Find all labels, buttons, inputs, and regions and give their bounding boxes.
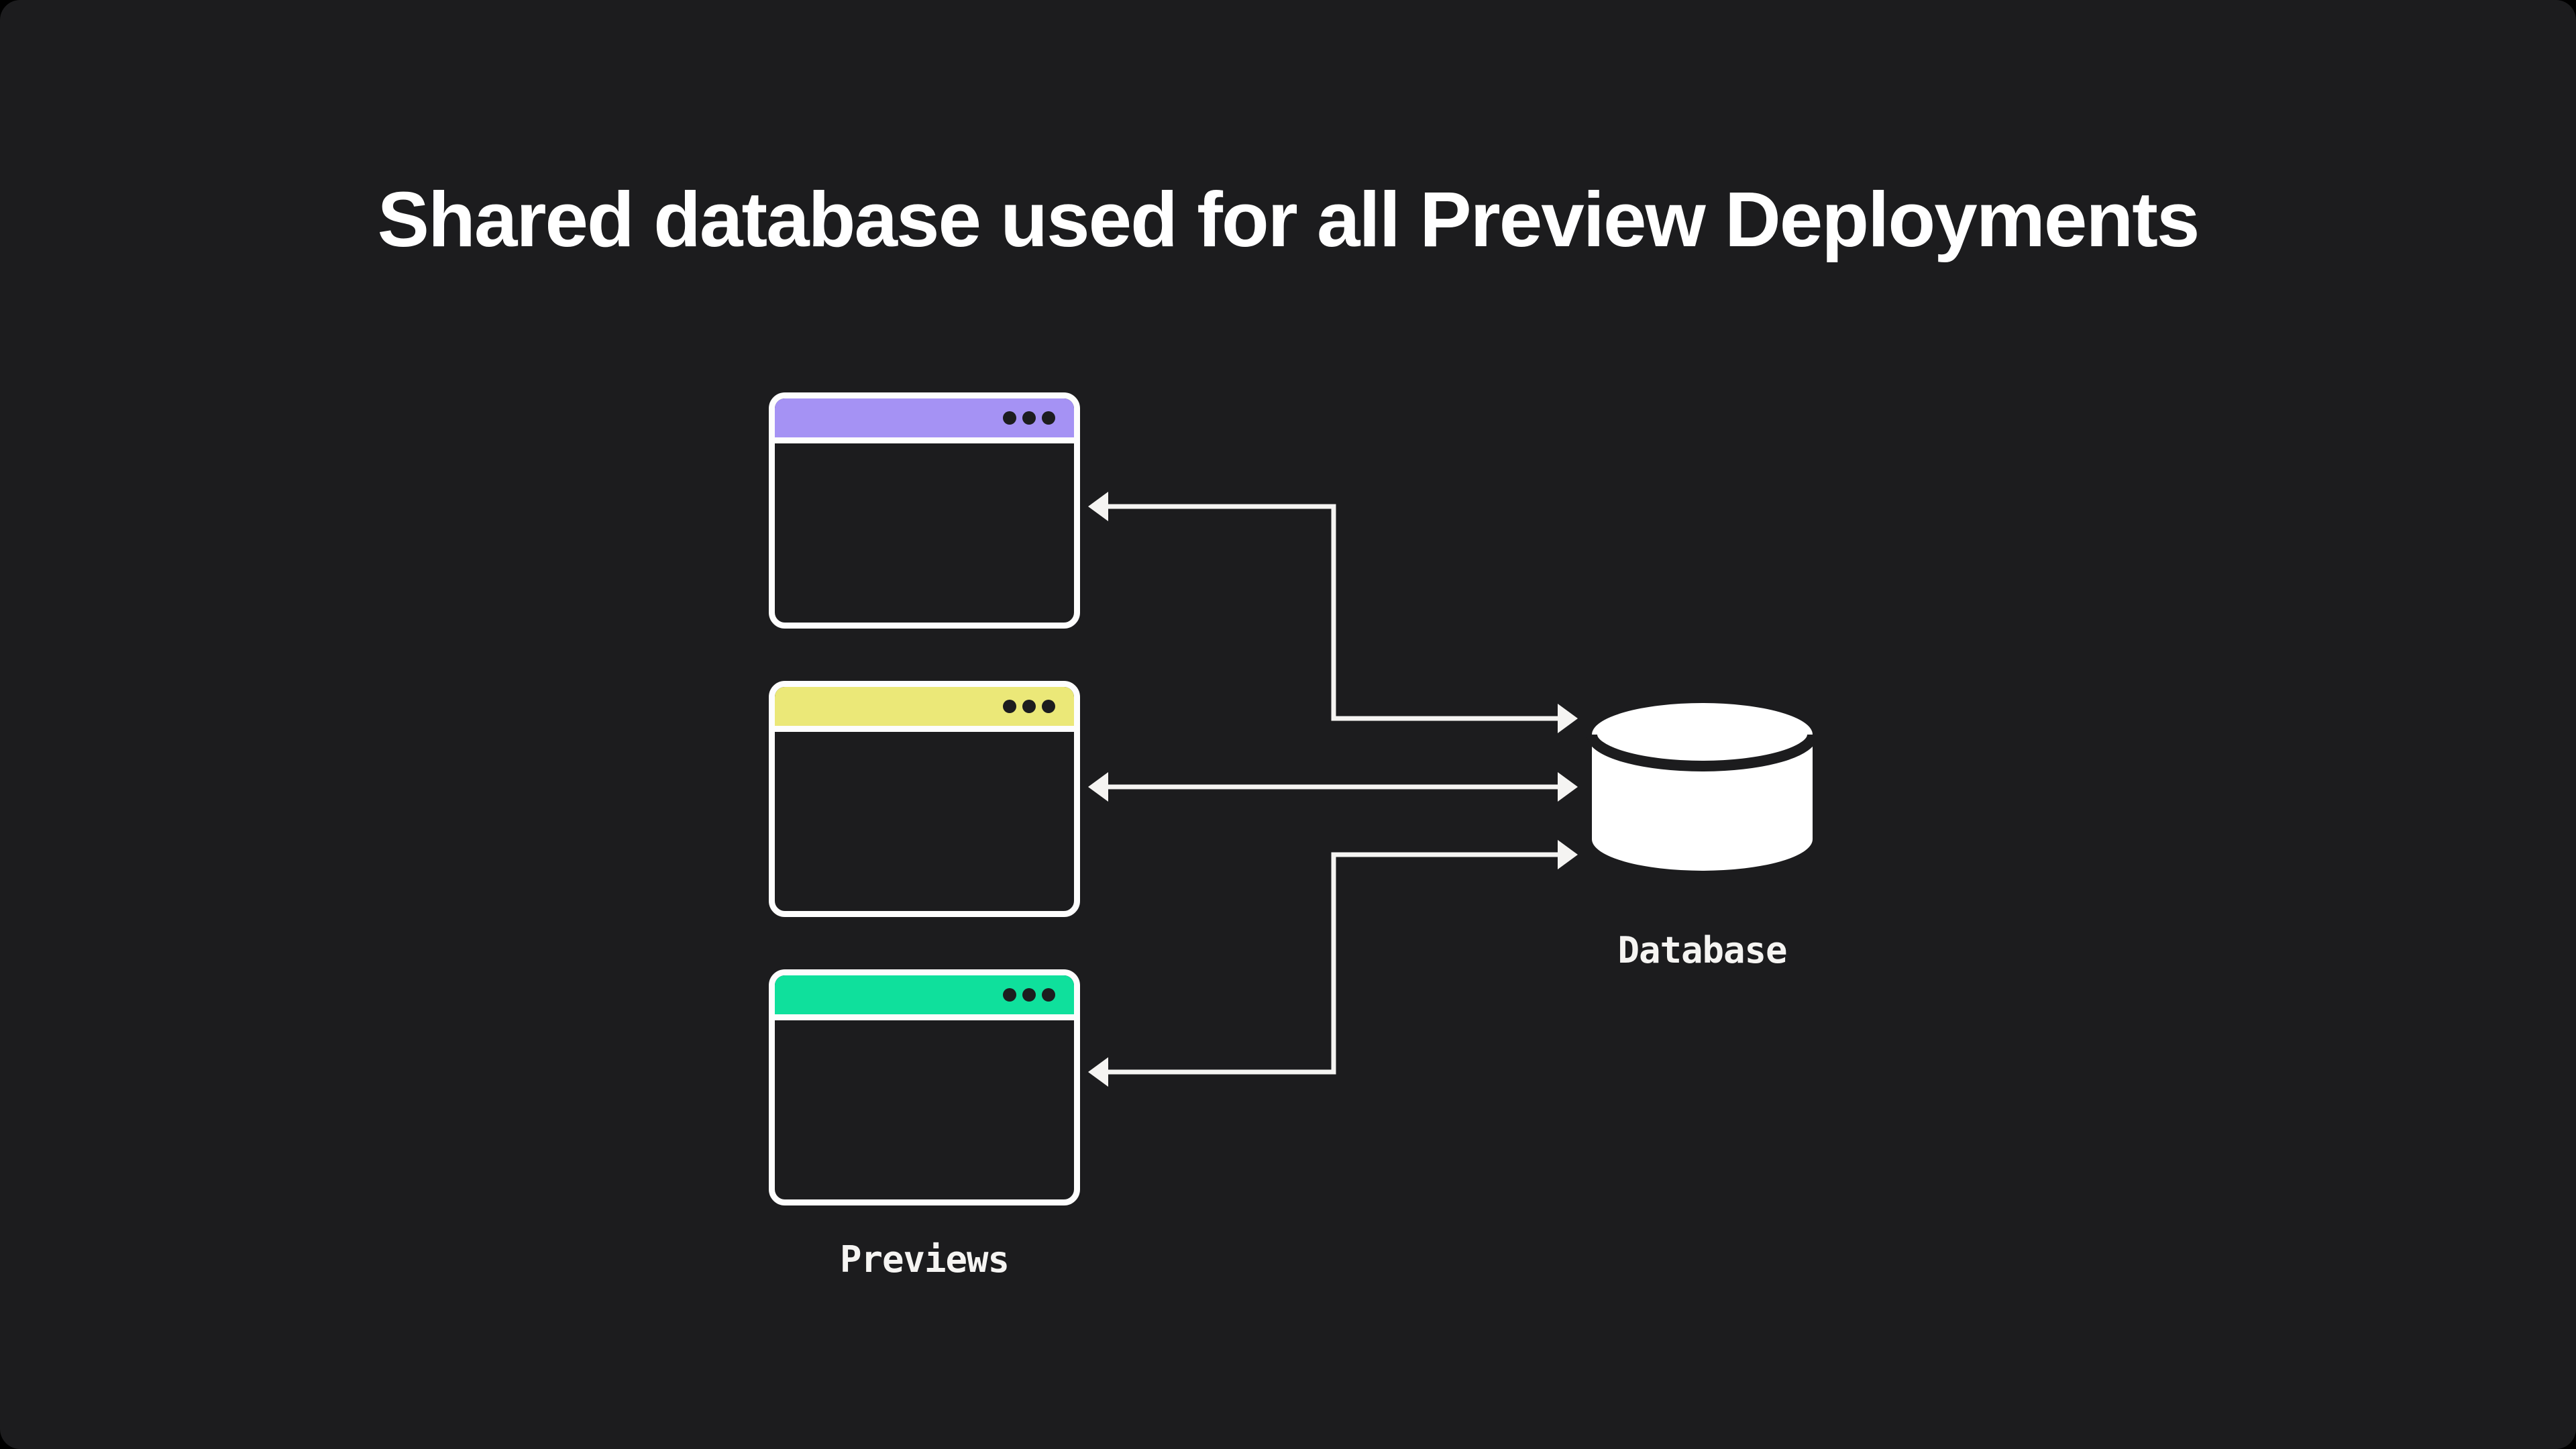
cylinder-gap-line: [1587, 734, 1818, 771]
window-dot: [1042, 411, 1055, 425]
database-cylinder-icon: [1587, 703, 1818, 871]
database-label: Database: [1617, 929, 1787, 971]
arrowhead-right-database-middle: [1558, 772, 1578, 802]
page-title: Shared database used for all Preview Dep…: [377, 176, 2200, 263]
arrowhead-left-preview-3: [1088, 1057, 1108, 1087]
preview-window-3-titlebar: [775, 975, 1074, 1020]
arrowhead-left-preview-1: [1088, 492, 1108, 521]
preview-window-3: [769, 969, 1080, 1205]
cylinder-top: [1592, 703, 1813, 766]
window-dot: [1003, 988, 1016, 1002]
window-dot: [1042, 988, 1055, 1002]
window-control-dots: [1003, 700, 1055, 713]
window-dot: [1022, 700, 1036, 713]
window-dot: [1003, 700, 1016, 713]
window-control-dots: [1003, 988, 1055, 1002]
preview-window-2-body: [775, 732, 1074, 956]
arrow-lines: [1108, 504, 1559, 1075]
cylinder-body: [1592, 735, 1813, 871]
preview-window-2: [769, 681, 1080, 917]
preview-window-1-body: [775, 443, 1074, 667]
window-dot: [1022, 411, 1036, 425]
window-dot: [1022, 988, 1036, 1002]
arrowhead-right-database-top: [1558, 704, 1578, 733]
preview-window-3-body: [775, 1020, 1074, 1244]
arrowhead-right-database-bottom: [1558, 840, 1578, 869]
preview-window-2-titlebar: [775, 687, 1074, 732]
arrowhead-left-preview-2: [1088, 772, 1108, 802]
arrow-heads: [1088, 492, 1578, 1087]
preview-window-1-titlebar: [775, 398, 1074, 443]
previews-label: Previews: [839, 1238, 1010, 1281]
arrow-database-to-preview-1: [1108, 504, 1559, 721]
window-control-dots: [1003, 411, 1055, 425]
window-dot: [1042, 700, 1055, 713]
preview-window-1: [769, 392, 1080, 629]
arrow-database-to-preview-3: [1108, 852, 1559, 1075]
window-dot: [1003, 411, 1016, 425]
